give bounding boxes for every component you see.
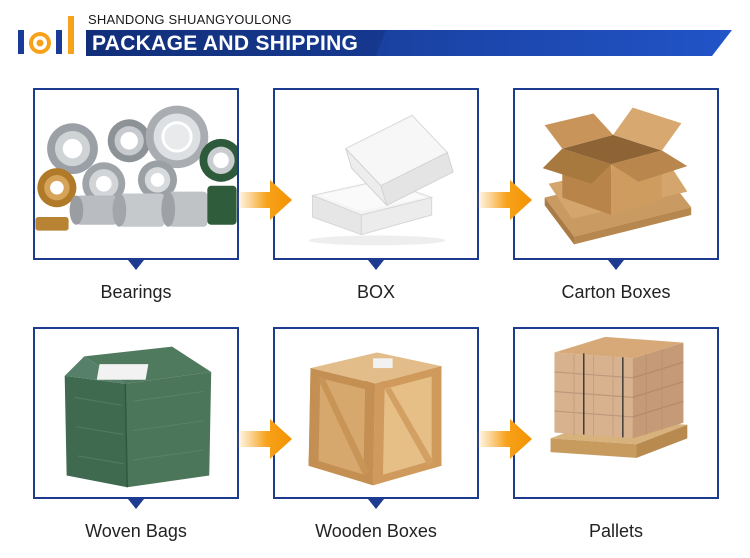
woven-bag-image <box>35 329 237 497</box>
label-carton-boxes: Carton Boxes <box>561 282 671 302</box>
pointer-bearings <box>128 260 144 270</box>
label-woven-bags: Woven Bags <box>85 521 187 541</box>
bearing-back-left <box>47 123 98 174</box>
company-logo-icon <box>18 16 74 54</box>
wooden-crate-image <box>275 329 477 497</box>
carton-boxes-image <box>515 90 717 258</box>
company-name: SHANDONG SHUANGYOULONG <box>88 12 292 27</box>
title-banner <box>86 30 732 56</box>
card-pallets <box>513 327 719 499</box>
arrow-right-icon <box>476 419 532 459</box>
arrow-right-icon <box>236 419 292 459</box>
label-bearings: Bearings <box>100 282 172 302</box>
white-box-image <box>275 90 477 258</box>
card-wooden-boxes <box>273 327 479 499</box>
label-box: BOX <box>356 282 395 302</box>
pointer-woven-bags <box>128 499 144 509</box>
pointer-carton-boxes <box>608 260 624 270</box>
card-box <box>273 88 479 260</box>
pallet-image <box>515 329 717 497</box>
arrow-right-icon <box>236 180 292 220</box>
card-carton-boxes <box>513 88 719 260</box>
card-woven-bags <box>33 327 239 499</box>
label-pallets: Pallets <box>588 521 644 541</box>
label-wooden-boxes: Wooden Boxes <box>315 521 437 541</box>
arrow-right-icon <box>476 180 532 220</box>
pointer-box <box>368 260 384 270</box>
page-title: PACKAGE AND SHIPPING <box>92 32 359 55</box>
pointer-wooden-boxes <box>368 499 384 509</box>
bearings-image <box>35 90 237 258</box>
card-bearings <box>33 88 239 260</box>
